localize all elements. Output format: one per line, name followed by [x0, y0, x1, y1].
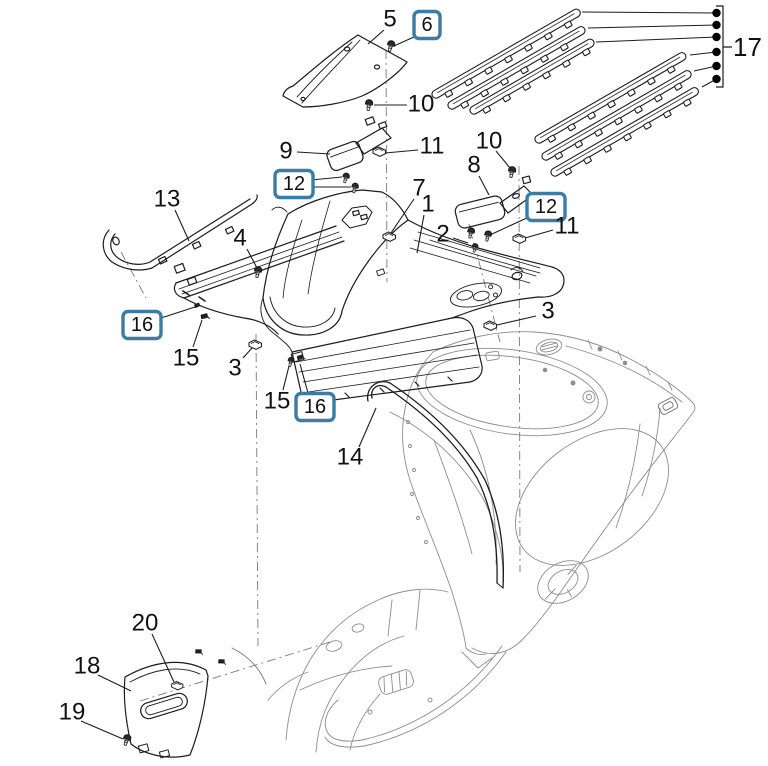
leader-line-16: [299, 363, 309, 394]
callout-18: 18: [74, 653, 101, 680]
callout-10: 10: [476, 128, 503, 155]
assembly-axis-lines: [120, 49, 521, 702]
part-9-pad: [326, 116, 392, 172]
leader-line-14: [358, 407, 377, 448]
callout-9: 9: [279, 138, 292, 165]
callout-box-6[interactable]: [412, 9, 442, 41]
leader-line-2: [452, 237, 469, 244]
callout-box-16[interactable]: [121, 309, 163, 341]
leader-line-9: [296, 151, 331, 155]
leader-line-19: [80, 720, 124, 740]
leader-line-5: [367, 29, 385, 45]
rubber-strip-3: [469, 38, 595, 115]
leader-line-7: [390, 198, 415, 234]
leader-line-3: [496, 315, 537, 326]
leader-line-20: [151, 633, 175, 683]
callout-20: 20: [132, 610, 159, 637]
leader-line-15: [282, 365, 290, 391]
leader-line-6: [393, 35, 417, 47]
callout-14: 14: [337, 444, 364, 471]
part-17-rubber-strips: [431, 8, 699, 177]
callout-13: 13: [154, 186, 181, 213]
fastener-dot: [712, 74, 721, 84]
callout-1: 1: [421, 191, 434, 218]
callout-19: 19: [59, 699, 86, 726]
leader-line-12: [491, 216, 530, 235]
callout-7: 7: [412, 175, 425, 202]
fastener-dot: [712, 47, 721, 57]
callout-box-12[interactable]: [273, 168, 315, 200]
fastener-dot: [712, 61, 721, 71]
leader-line-18: [97, 674, 132, 692]
part-14-trim: [366, 381, 504, 589]
callout-12[interactable]: 12: [535, 196, 557, 218]
callout-11: 11: [420, 133, 445, 160]
callout-12[interactable]: 12: [283, 173, 305, 195]
callout-3: 3: [228, 355, 241, 382]
part-13-trim: [102, 194, 258, 271]
callout-17: 17: [733, 32, 762, 62]
part-5-cover: [282, 34, 408, 108]
callout-3: 3: [541, 298, 554, 325]
fastener-dot: [712, 8, 721, 18]
part-1-footboard: [173, 189, 565, 403]
leader-line-8: [478, 175, 490, 196]
fastener-dot: [712, 32, 721, 42]
fastener-dot: [712, 20, 721, 30]
leader-line-17: [587, 24, 717, 29]
callout-16[interactable]: 16: [131, 314, 153, 336]
callout-15: 15: [173, 345, 200, 372]
callout-11: 11: [555, 213, 580, 240]
exploded-parts-line-art: [102, 8, 699, 759]
callout-15: 15: [264, 388, 291, 415]
rubber-strip-4: [534, 52, 687, 144]
leader-line-10: [495, 150, 511, 169]
leader-line-11: [384, 149, 419, 154]
leader-line-15: [192, 319, 203, 348]
leader-line-17: [595, 36, 717, 43]
callout-16[interactable]: 16: [304, 396, 326, 418]
rubber-strip-5: [541, 70, 692, 161]
rubber-strip-6: [550, 87, 699, 177]
callout-4: 4: [233, 225, 246, 252]
leader-line-13: [174, 209, 190, 242]
bracket-17: [716, 5, 732, 88]
rubber-strip-2: [447, 26, 586, 110]
scooter-body-line-art: [231, 331, 696, 753]
rubber-strip-1: [431, 8, 581, 99]
leader-line-11: [524, 229, 554, 239]
part-18-cover: [123, 661, 209, 759]
leader-line-3: [242, 347, 253, 359]
callout-box-16[interactable]: [294, 391, 336, 423]
leader-line-17: [581, 11, 717, 14]
callout-8: 8: [467, 152, 480, 179]
leader-line-16: [160, 306, 196, 319]
leader-line-1: [416, 214, 425, 254]
leader-line-12: [310, 176, 343, 181]
callout-10: 10: [408, 91, 435, 118]
part-8-pad: [454, 175, 534, 229]
leader-line-17: [689, 51, 717, 56]
callout-2: 2: [436, 221, 449, 248]
callout-6[interactable]: 6: [421, 14, 432, 36]
callout-5: 5: [383, 6, 396, 33]
leader-line-4: [246, 248, 258, 269]
callout-box-12[interactable]: [525, 191, 567, 223]
